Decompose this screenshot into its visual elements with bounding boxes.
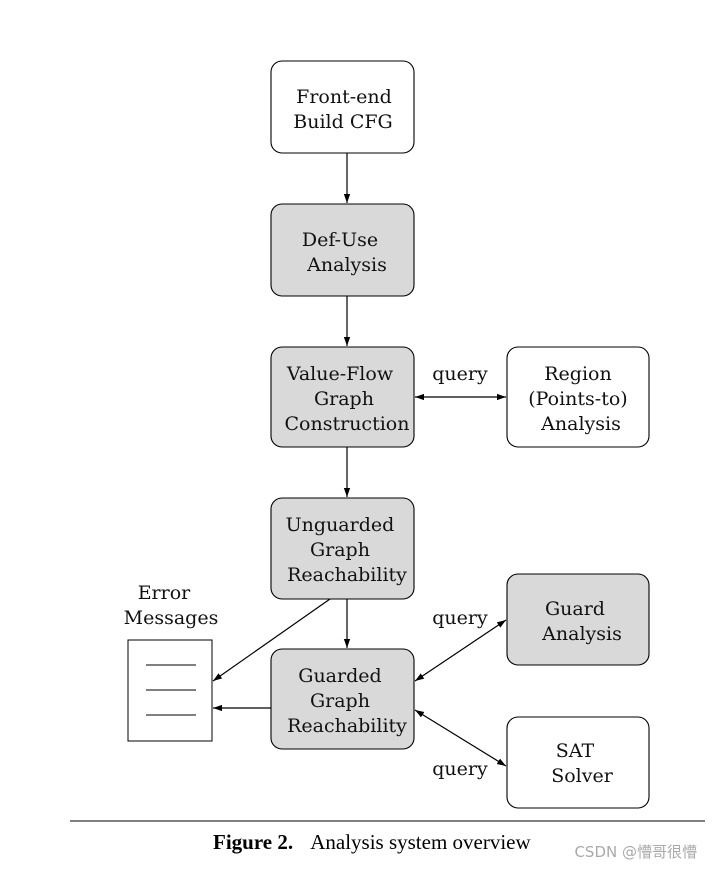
- node-unguarded: Unguarded Graph Reachability: [270, 497, 415, 600]
- node-unguarded-line-3: Reachability: [287, 564, 407, 586]
- node-defuse-line-1: Def-Use: [302, 229, 378, 251]
- svg-text:Unguarded Graph Re: Unguarded Graph Reachability: [286, 514, 408, 586]
- edge-guarded-sat: [414, 709, 507, 767]
- node-defuse-line-2: Analysis: [306, 254, 387, 276]
- node-guard-line-1: Guard: [545, 598, 605, 620]
- node-guarded-line-3: Reachability: [287, 715, 407, 737]
- node-errors: Error Messages: [124, 582, 219, 742]
- figure-caption-text: Analysis system overview: [310, 830, 531, 854]
- node-vfg-line-1: Value-Flow: [286, 363, 394, 385]
- edge-label-guarded-sat: query: [432, 758, 488, 780]
- node-region: Region (Points-to) Analysis: [506, 346, 650, 448]
- node-sat-line-1: SAT: [556, 740, 595, 762]
- svg-text:Guard Analysis: Guard Analysis: [541, 598, 622, 645]
- node-unguarded-line-1: Unguarded: [286, 514, 395, 536]
- node-guarded-line-2: Graph: [310, 690, 370, 712]
- node-errors-line-2: Messages: [124, 607, 219, 629]
- figure-caption: Figure 2. Analysis system overview: [213, 830, 532, 854]
- node-vfg-line-3: Construction: [285, 413, 410, 435]
- node-errors-line-1: Error: [138, 582, 191, 604]
- edge-guarded-guard: [414, 619, 507, 682]
- node-frontend-line-1: Front-end: [296, 86, 392, 108]
- node-vfg-line-2: Graph: [314, 388, 374, 410]
- node-vfg: Value-Flow Graph Construction: [270, 346, 415, 448]
- svg-text:Error Messages: Error Messages: [124, 582, 219, 629]
- node-region-line-2: (Points-to): [528, 388, 627, 410]
- node-region-line-1: Region: [544, 363, 611, 385]
- svg-text:Value-Flow Graph C: Value-Flow Graph Construction: [285, 363, 410, 435]
- node-guarded: Guarded Graph Reachability: [270, 648, 415, 750]
- svg-text:Front-end Build CFG: Front-end Build CFG: [293, 86, 398, 133]
- node-frontend: Front-end Build CFG: [270, 60, 415, 154]
- node-guard: Guard Analysis: [506, 573, 650, 666]
- node-frontend-line-2: Build CFG: [293, 111, 392, 133]
- node-guard-line-2: Analysis: [541, 623, 622, 645]
- svg-text:Region (Points-to): Region (Points-to) Analysis: [528, 363, 634, 435]
- edge-label-guarded-guard: query: [432, 607, 488, 629]
- svg-text:SAT Solver: SAT Solver: [551, 740, 614, 787]
- edge-label-vfg-region: query: [432, 363, 488, 385]
- node-unguarded-line-2: Graph: [310, 539, 370, 561]
- figure-caption-label: Figure 2.: [213, 830, 293, 854]
- node-sat: SAT Solver: [506, 716, 650, 809]
- node-sat-line-2: Solver: [551, 765, 614, 787]
- node-region-line-3: Analysis: [540, 413, 621, 435]
- watermark: CSDN @懵哥很懵: [574, 843, 697, 861]
- svg-text:Def-Use Analysis: Def-Use Analysis: [302, 229, 387, 276]
- node-guarded-line-1: Guarded: [298, 665, 381, 687]
- node-defuse: Def-Use Analysis: [270, 203, 415, 297]
- edge-unguarded-errors: [212, 598, 331, 682]
- svg-text:Guarded Graph Reac: Guarded Graph Reachability: [287, 665, 407, 737]
